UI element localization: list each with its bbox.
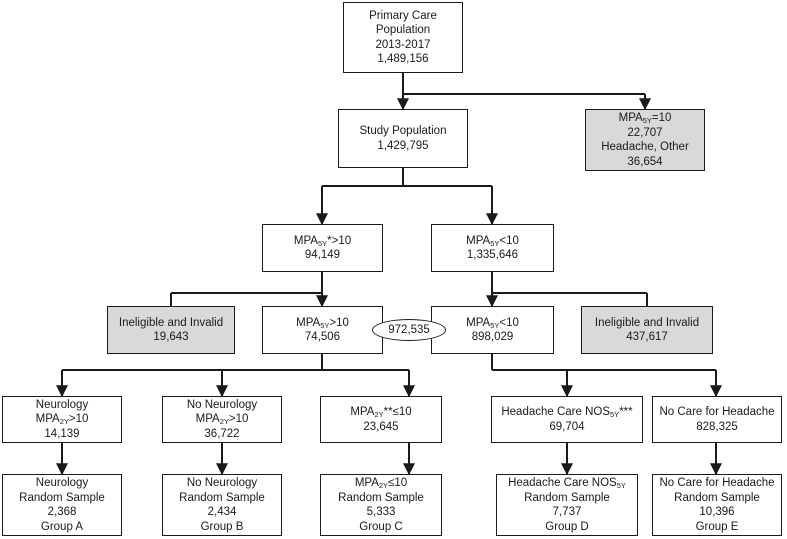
node-line: Group B [200, 520, 244, 533]
node-line: MPA5Y>10 [296, 316, 349, 330]
node-line: 69,704 [549, 420, 585, 433]
node-line: MPA2Y**≤10 [350, 406, 412, 419]
node-line: No Neurology [186, 398, 258, 411]
node-line: MPA5Y<10 [466, 316, 519, 330]
node-line: 94,149 [304, 249, 341, 261]
node-line: Neurology [35, 477, 89, 489]
node-line: 5,333 [366, 506, 396, 518]
node-line: 2013-2017 [375, 38, 431, 51]
node-line: Ineligible and Invalid [594, 316, 700, 329]
node-line: 437,617 [626, 331, 668, 343]
node-line: 898,029 [471, 331, 514, 343]
node-line: No Care for Headache [659, 406, 775, 418]
node-line: 1,335,646 [466, 249, 519, 261]
no-care-box: No Care for Headache 828,325 [652, 396, 782, 443]
node-line: Headache Care NOS5Y*** [501, 406, 633, 419]
node-line: 36,722 [204, 427, 240, 440]
node-line: 19,643 [153, 331, 189, 343]
node-line: Group A [40, 520, 84, 533]
node-line: Population [375, 24, 431, 36]
overlap-oval: 972,535 [372, 319, 446, 341]
node-line: Random Sample [674, 491, 760, 504]
ineligible-left-box: Ineligible and Invalid 19,643 [107, 306, 235, 354]
headache-care-box: Headache Care NOS5Y***69,704 [491, 396, 643, 443]
node-line: MPA5Y*>10 [293, 234, 352, 248]
node-line: Random Sample [19, 491, 105, 504]
study-population-box: Study Population 1,429,795 [338, 109, 468, 168]
node-line: Neurology [35, 398, 89, 411]
node-line: 14,139 [44, 427, 80, 440]
node-line: 2,368 [47, 506, 77, 518]
node-line: MPA2Y≤10 [354, 477, 408, 490]
node-line: 828,325 [696, 420, 738, 433]
node-line: 22,707 [627, 126, 663, 139]
node-line: 1,489,156 [377, 53, 429, 65]
node-line: Headache Care NOS5Y [508, 477, 626, 490]
node-line: Headache, Other [601, 141, 689, 153]
node-line: MPA2Y>10 [35, 413, 89, 427]
ineligible-right-box: Ineligible and Invalid 437,617 [581, 306, 713, 354]
node-line: Primary Care [369, 9, 437, 22]
node-line: No Care for Headache [659, 477, 775, 489]
node-line: MPA2Y>10 [195, 413, 249, 427]
node-line: 23,645 [363, 420, 399, 433]
node-line: 2,434 [207, 506, 237, 518]
node-line: Ineligible and Invalid [118, 316, 224, 329]
node-line: MPA5Y<10 [466, 234, 519, 248]
node-line: 7,737 [552, 506, 582, 518]
node-line: Study Population [359, 125, 447, 137]
node-line: 74,506 [304, 331, 341, 343]
node-line: 36,654 [627, 155, 663, 168]
node-line: Group D [545, 520, 589, 533]
node-line: No Neurology [186, 477, 258, 489]
node-line: 10,396 [699, 506, 735, 518]
node-line: Random Sample [179, 491, 265, 504]
node-line: Random Sample [338, 491, 424, 504]
node-line: Group C [359, 520, 403, 533]
node-line: Random Sample [524, 491, 610, 504]
node-line: Group E [695, 520, 739, 533]
node-line: MPA5Y=10 [618, 112, 672, 125]
node-line: 1,429,795 [377, 139, 429, 152]
